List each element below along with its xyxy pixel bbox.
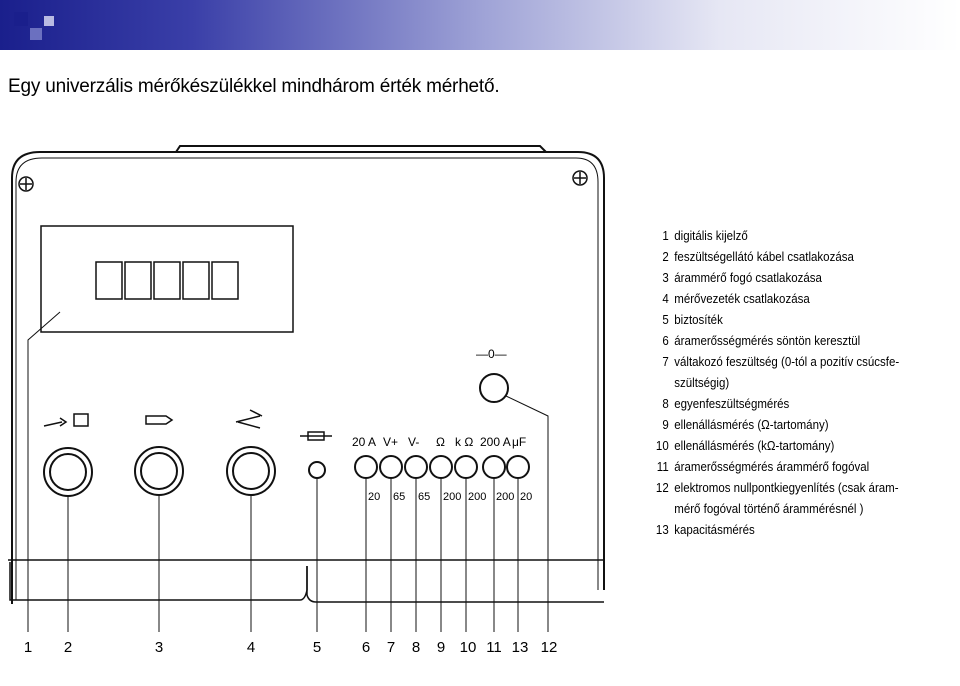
callout-number: 4 bbox=[247, 639, 255, 656]
power-cable-icon bbox=[43, 417, 68, 427]
legend-item: 13 kapacitásmérés bbox=[654, 520, 930, 541]
legend-item: 3 árammérő fogó csatlakozása bbox=[654, 268, 930, 289]
legend-item: 4 mérővezeték csatlakozása bbox=[654, 289, 930, 310]
legend-text: elektromos nullpontkiegyenlítés (csak ár… bbox=[674, 481, 899, 495]
legend-number: 12 bbox=[655, 481, 669, 495]
logo-square bbox=[30, 28, 42, 40]
legend-item: 2 feszültségellátó kábel csatlakozása bbox=[654, 247, 930, 268]
legend-text: ellenállásmérés (kΩ-tartomány) bbox=[674, 439, 835, 453]
socket-power bbox=[43, 447, 93, 497]
socket-label: V+ bbox=[383, 435, 398, 449]
callout-number: 11 bbox=[486, 639, 502, 656]
legend-item: 11 áramerősségmérés árammérő fogóval bbox=[654, 457, 930, 478]
callout-number: 8 bbox=[412, 639, 420, 656]
callout-number: 7 bbox=[387, 639, 395, 656]
callout-number: 3 bbox=[155, 639, 163, 656]
legend: 1 digitális kijelző 2 feszültségellátó kábe… bbox=[654, 226, 930, 541]
legend-number: 13 bbox=[655, 523, 669, 537]
callout-number: 6 bbox=[362, 639, 370, 656]
legend-number: 11 bbox=[656, 460, 669, 474]
socket-label: 200 A bbox=[480, 435, 511, 449]
legend-number: 3 bbox=[662, 271, 669, 285]
clamp-icon bbox=[145, 415, 174, 425]
callout-number: 9 bbox=[437, 639, 445, 656]
fuse bbox=[308, 461, 326, 479]
caption: Egy univerzális mérőkészülékkel mindháro… bbox=[8, 76, 500, 97]
range-label: 65 bbox=[418, 491, 430, 503]
socket-label: k Ω bbox=[455, 435, 473, 449]
callout-number: 1 bbox=[24, 639, 32, 656]
legend-text: biztosíték bbox=[674, 313, 723, 327]
legend-item: 6 áramerősségmérés söntön keresztül bbox=[654, 331, 930, 352]
socket-clamp bbox=[134, 446, 184, 496]
legend-text-continuation: mérő fogóval történő árammérésnél ) bbox=[674, 502, 864, 516]
display-digit bbox=[95, 261, 123, 300]
legend-item: 10 ellenállásmérés (kΩ-tartomány) bbox=[654, 436, 930, 457]
legend-item: 1 digitális kijelző bbox=[654, 226, 930, 247]
display-digit bbox=[182, 261, 210, 300]
legend-item: 9 ellenállásmérés (Ω-tartomány) bbox=[654, 415, 930, 436]
legend-number: 9 bbox=[662, 418, 669, 432]
callout-number: 12 bbox=[541, 639, 558, 656]
device-body bbox=[11, 151, 605, 604]
range-label: 20 bbox=[368, 491, 380, 503]
socket-label: μF bbox=[512, 435, 526, 449]
range-label: 200 bbox=[468, 491, 486, 503]
selector-sockets bbox=[354, 455, 530, 479]
legend-item: 5 biztosíték bbox=[654, 310, 930, 331]
range-label: 20 bbox=[520, 491, 532, 503]
socket-label: V- bbox=[408, 435, 419, 449]
range-label: 200 bbox=[443, 491, 461, 503]
legend-item: 12 elektromos nullpontkiegyenlítés (csak … bbox=[654, 478, 930, 499]
legend-text: feszültségellátó kábel csatlakozása bbox=[674, 250, 854, 264]
legend-number: 1 bbox=[662, 229, 669, 243]
screw-icon bbox=[18, 176, 34, 192]
legend-text: ellenállásmérés (Ω-tartomány) bbox=[674, 418, 829, 432]
callout-number: 5 bbox=[313, 639, 321, 656]
title-banner bbox=[0, 0, 960, 50]
socket-label: Ω bbox=[436, 435, 445, 449]
logo-square bbox=[44, 16, 54, 26]
legend-text: mérővezeték csatlakozása bbox=[674, 292, 810, 306]
legend-number: 10 bbox=[655, 439, 669, 453]
legend-text: áramerősségmérés árammérő fogóval bbox=[674, 460, 870, 474]
legend-text: egyenfeszültségmérés bbox=[674, 397, 790, 411]
display-digit bbox=[211, 261, 239, 300]
legend-text: árammérő fogó csatlakozása bbox=[674, 271, 822, 285]
legend-text: kapacitásmérés bbox=[674, 523, 755, 537]
range-label: 200 bbox=[496, 491, 514, 503]
callout-number: 13 bbox=[512, 639, 529, 656]
legend-number: 8 bbox=[662, 397, 669, 411]
socket-leads bbox=[226, 446, 276, 496]
legend-item: 8 egyenfeszültségmérés bbox=[654, 394, 930, 415]
digital-display bbox=[40, 225, 294, 333]
legend-number: 4 bbox=[662, 292, 669, 306]
logo-square bbox=[14, 12, 28, 26]
range-label: 65 bbox=[393, 491, 405, 503]
legend-text: áramerősségmérés söntön keresztül bbox=[674, 334, 861, 348]
legend-item: 7 váltakozó feszültség (0-tól a pozitív c… bbox=[654, 352, 930, 373]
screw-icon bbox=[572, 170, 588, 186]
legend-number: 5 bbox=[662, 313, 669, 327]
legend-number: 2 bbox=[662, 250, 669, 264]
callout-number: 10 bbox=[460, 639, 477, 656]
legend-text-continuation: szültségig) bbox=[674, 376, 730, 390]
device-handle bbox=[175, 145, 547, 153]
legend-text: digitális kijelző bbox=[674, 229, 748, 243]
display-digit bbox=[124, 261, 152, 300]
legend-number: 6 bbox=[662, 334, 669, 348]
legend-number: 7 bbox=[662, 355, 669, 369]
callout-number: 2 bbox=[64, 639, 72, 656]
socket-label: 20 A bbox=[352, 435, 376, 449]
display-digit bbox=[153, 261, 181, 300]
zero-label: —0— bbox=[476, 347, 507, 361]
zero-adjust-knob bbox=[479, 373, 509, 403]
legend-text: váltakozó feszültség (0-tól a pozitív cs… bbox=[674, 355, 900, 369]
probe-icon bbox=[235, 409, 263, 429]
